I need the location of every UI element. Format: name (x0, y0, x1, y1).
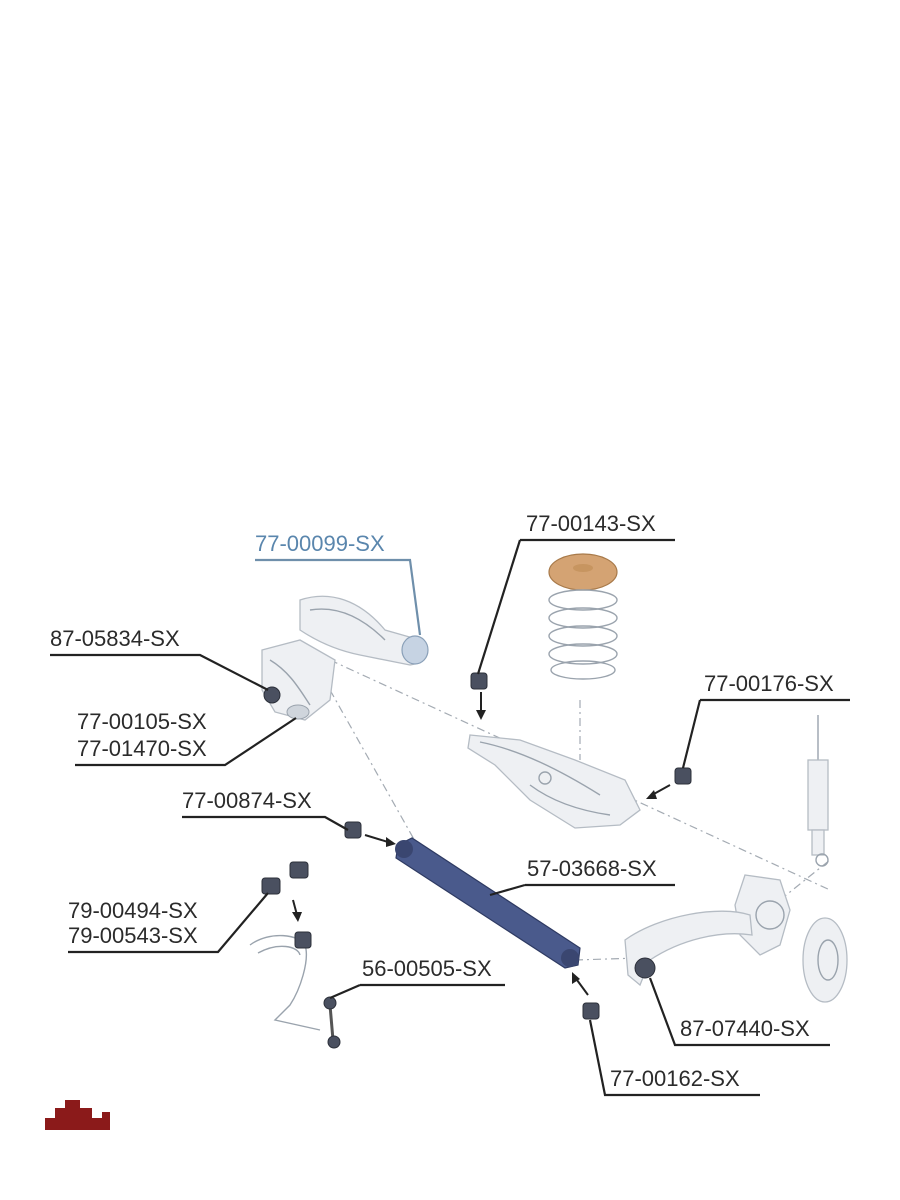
label-77-01470-SX: 77-01470-SX (77, 736, 207, 761)
bushing-77-00874 (344, 821, 362, 839)
bushing-87-07440 (634, 957, 656, 979)
label-56-00505-SX: 56-00505-SX (362, 956, 492, 981)
label-77-00105-SX: 77-00105-SX (77, 709, 207, 734)
bushing-77-00099 (401, 635, 429, 665)
bushing-79-00494 (261, 877, 281, 895)
bushing-77-00162 (582, 1002, 600, 1020)
lateral-link-57-03668 (395, 837, 581, 969)
bushing-near-77-00143 (470, 672, 488, 690)
stabilizer-link-top (323, 996, 337, 1010)
label-77-00176-SX: 77-00176-SX (704, 671, 834, 696)
rear-knuckle-right (734, 874, 848, 1003)
shock-absorber (807, 715, 829, 867)
rear-knuckle-left (261, 639, 336, 721)
bushing-77-00105 (286, 704, 310, 720)
label-77-00099-SX: 77-00099-SX (255, 531, 385, 556)
bushing-87-05834 (263, 686, 281, 704)
coil-spring (548, 553, 618, 680)
label-87-07440-SX: 87-07440-SX (680, 1016, 810, 1041)
brand-logo (45, 1100, 110, 1130)
assembly-arrows (292, 692, 671, 996)
stabilizer-bar (249, 861, 341, 1049)
part-labels: 77-00099-SX 77-00143-SX 87-05834-SX 77-0… (50, 511, 834, 1091)
lower-control-arm (624, 910, 753, 987)
label-77-00162-SX: 77-00162-SX (610, 1066, 740, 1091)
label-79-00494-SX: 79-00494-SX (68, 898, 198, 923)
bushing-77-00176 (674, 767, 692, 785)
label-77-00143-SX: 77-00143-SX (526, 511, 656, 536)
bushing-79-00543 (289, 861, 309, 879)
loose-bushings (344, 672, 692, 1020)
label-77-00874-SX: 77-00874-SX (182, 788, 312, 813)
label-57-03668-SX: 57-03668-SX (527, 856, 657, 881)
lower-spring-arm (467, 734, 641, 829)
label-87-05834-SX: 87-05834-SX (50, 626, 180, 651)
upper-control-arm (299, 595, 429, 666)
stabilizer-clamp (294, 931, 312, 949)
leader-lines (50, 538, 850, 1097)
stabilizer-link-bottom (327, 1035, 341, 1049)
label-79-00543-SX: 79-00543-SX (68, 923, 198, 948)
